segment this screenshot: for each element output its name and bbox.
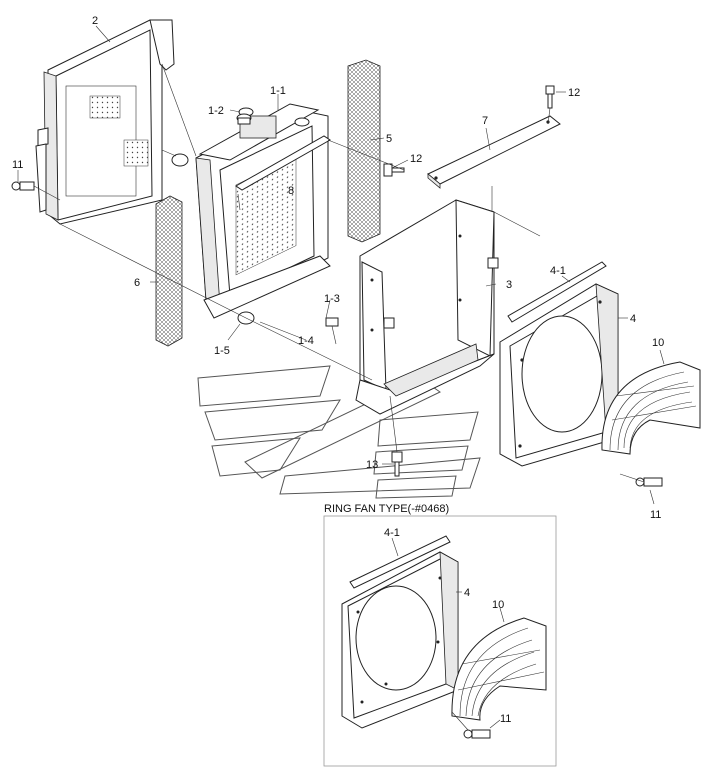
- callout-4-1: 4-1: [550, 265, 566, 277]
- inset-fan-guard: [451, 617, 547, 721]
- callout-5: 5: [386, 133, 392, 145]
- inset-seal-strip: [349, 535, 451, 589]
- inset-fan-shroud: [341, 551, 459, 729]
- radiator-frame-part: [35, 19, 189, 225]
- callout-1-3: 1-3: [324, 293, 340, 305]
- sensor-1-3: [325, 317, 339, 345]
- callout-2: 2: [92, 15, 98, 27]
- fan-shroud-part: [499, 283, 619, 467]
- inset-title: RING FAN TYPE(-#0468): [324, 503, 449, 515]
- watermark-logo: [197, 365, 481, 499]
- fan-guard-part: [601, 361, 701, 455]
- mesh-seal-6-part: [155, 195, 183, 347]
- seal-strip-part: [507, 261, 607, 323]
- callout-6: 6: [134, 277, 140, 289]
- bolt-12-top: [545, 85, 555, 109]
- callout-1-4: 1-4: [298, 335, 314, 347]
- inset-callout-4: 4: [464, 587, 470, 599]
- radiator-core-part: [195, 103, 331, 325]
- callout-10: 10: [652, 337, 664, 349]
- top-plate-part: [427, 115, 561, 189]
- callout-11-left: 11: [12, 159, 23, 171]
- leader-lines: [17, 25, 665, 505]
- callout-12-mid: 12: [410, 153, 422, 165]
- mesh-seal-5-part: [347, 59, 381, 243]
- callout-8: 8: [288, 185, 294, 197]
- callout-1-5: 1-5: [214, 345, 230, 357]
- inset-callout-4-1: 4-1: [384, 527, 400, 539]
- callout-7: 7: [482, 115, 488, 127]
- radiator-cap-part: [236, 113, 252, 125]
- callout-11-right: 11: [650, 509, 661, 521]
- callout-12-top: 12: [568, 87, 580, 99]
- inset-callout-10: 10: [492, 599, 504, 611]
- callout-labels: 2 1-1 1-2 11 5 12 12 7 8 6 1-3 1-4 1-5 3…: [12, 15, 664, 521]
- callout-3: 3: [506, 279, 512, 291]
- ring-fan-inset: RING FAN TYPE(-#0468): [323, 503, 557, 767]
- inset-frame: [323, 515, 557, 767]
- inset-callout-11: 11: [500, 713, 511, 725]
- bolt-11-left: [11, 181, 35, 191]
- callout-4: 4: [630, 313, 636, 325]
- callout-13: 13: [366, 459, 378, 471]
- bolt-11-right: [635, 477, 663, 487]
- callout-1-1: 1-1: [270, 85, 286, 97]
- inset-bolt-11: [463, 729, 491, 739]
- bracket-rod-part: [235, 135, 331, 211]
- callout-1-2: 1-2: [208, 105, 224, 117]
